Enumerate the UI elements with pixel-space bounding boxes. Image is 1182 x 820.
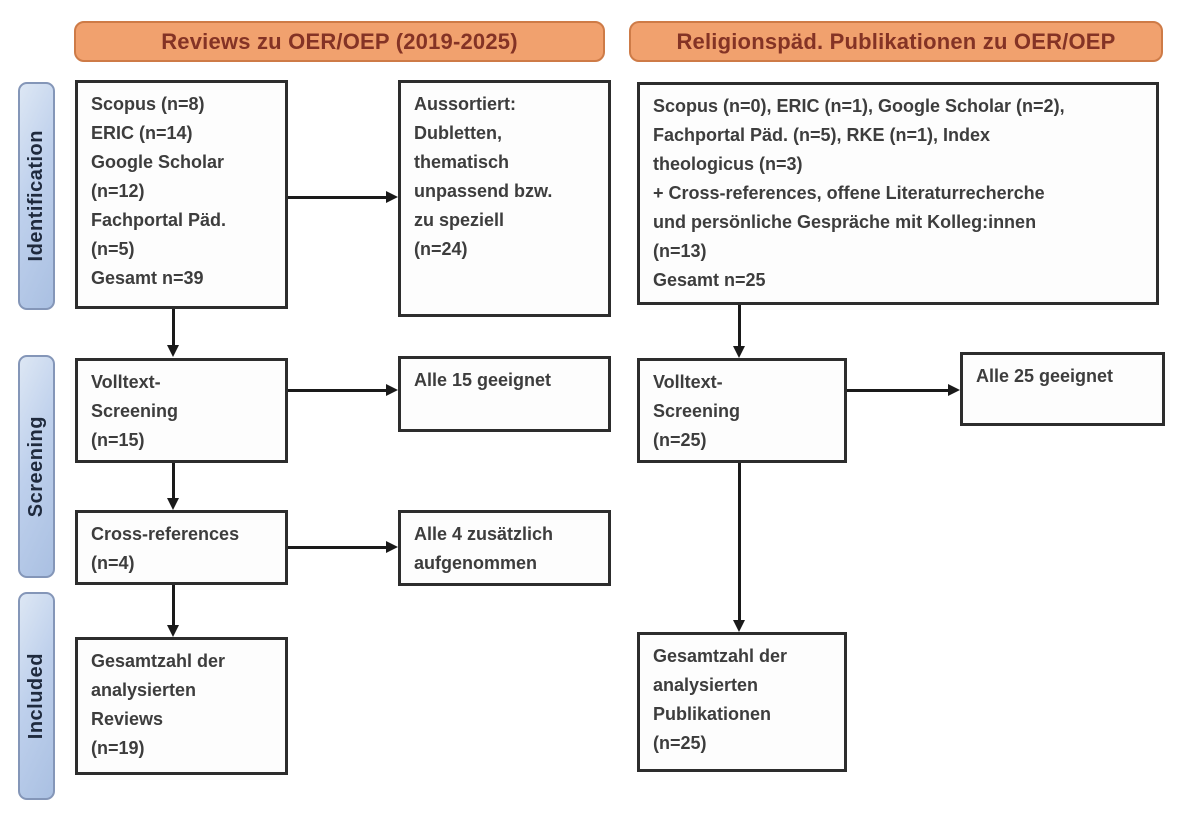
- box-right-fulltext-screening: Volltext- Screening (n=25): [637, 358, 847, 463]
- arrow-right-fulltext-to-included-icon: [733, 463, 745, 632]
- stage-label-identification: Identification: [18, 82, 55, 310]
- arrow-left-sources-to-excluded-icon: [288, 191, 398, 203]
- box-right-fulltext-result: Alle 25 geeignet: [960, 352, 1165, 426]
- column-header-religionspaed: Religionspäd. Publikationen zu OER/OEP: [629, 21, 1163, 62]
- stage-label-identification-text: Identification: [25, 130, 47, 262]
- arrow-left-fulltext-to-crossref-icon: [167, 463, 179, 510]
- box-left-included-total: Gesamtzahl der analysierten Reviews (n=1…: [75, 637, 288, 775]
- box-left-crossref-result: Alle 4 zusätzlich aufgenommen: [398, 510, 611, 586]
- box-left-excluded: Aussortiert: Dubletten, thematisch unpas…: [398, 80, 611, 317]
- box-left-fulltext-screening: Volltext- Screening (n=15): [75, 358, 288, 463]
- box-left-identification-sources: Scopus (n=8) ERIC (n=14) Google Scholar …: [75, 80, 288, 309]
- box-left-fulltext-result: Alle 15 geeignet: [398, 356, 611, 432]
- arrow-right-sources-to-fulltext-icon: [733, 305, 745, 358]
- arrow-left-fulltext-to-result-icon: [288, 384, 398, 396]
- column-header-reviews: Reviews zu OER/OEP (2019-2025): [74, 21, 605, 62]
- arrow-left-crossref-to-result-icon: [288, 541, 398, 553]
- box-right-identification-sources: Scopus (n=0), ERIC (n=1), Google Scholar…: [637, 82, 1159, 305]
- stage-label-included-text: Included: [25, 652, 47, 740]
- stage-label-screening-text: Screening: [25, 415, 47, 518]
- arrow-left-sources-to-fulltext-icon: [167, 309, 179, 357]
- box-left-cross-references: Cross-references (n=4): [75, 510, 288, 585]
- box-right-included-total: Gesamtzahl der analysierten Publikatione…: [637, 632, 847, 772]
- arrow-right-fulltext-to-result-icon: [847, 384, 960, 396]
- arrow-left-crossref-to-included-icon: [167, 585, 179, 637]
- stage-label-screening: Screening: [18, 355, 55, 578]
- stage-label-included: Included: [18, 592, 55, 800]
